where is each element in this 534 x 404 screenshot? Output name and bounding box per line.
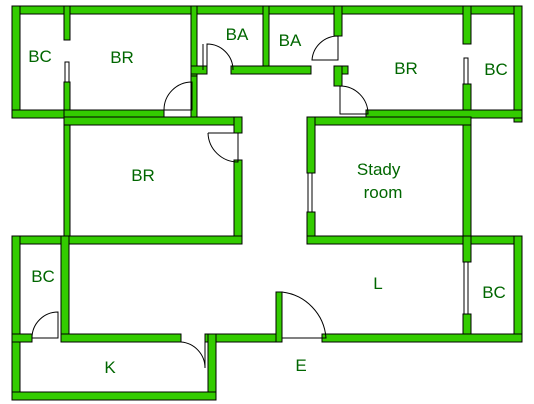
wall-right-lower [513, 235, 523, 341]
room-label-bc-bottom-left: BC [31, 267, 55, 286]
wall-right-lower-top [462, 235, 523, 245]
door-ba-right-swing [311, 35, 339, 61]
wall-br-middle-bottom [11, 235, 243, 245]
wall-bc-bottom-right-left-upper [462, 235, 472, 263]
wall-ba-mid-bottom [230, 65, 312, 75]
wall-entrance-jamb [275, 291, 283, 343]
room-label-br-top-right: BR [394, 59, 418, 78]
wall-br-bc-right-upper [462, 5, 472, 45]
wall-ba-ba [262, 5, 270, 73]
wall-bc-bottom-left-right [60, 235, 70, 339]
wall-br-right-left-side [333, 65, 343, 87]
wall-study-top [306, 116, 472, 126]
room-label-br-middle: BR [131, 166, 155, 185]
wall-ba-right-side [333, 5, 343, 37]
window-bc-bottom-right [463, 261, 469, 315]
room-labels: BC BR BA BA BR BC BR Stady room BC L BC … [28, 25, 508, 377]
room-label-bc-top-right: BC [484, 60, 508, 79]
wall-bc-br-left-upper [63, 5, 71, 41]
room-label-entrance: E [295, 356, 306, 375]
door-br-middle-swing [207, 132, 239, 163]
wall-br-middle-right [233, 159, 243, 245]
room-label-ba-left: BA [226, 25, 249, 44]
wall-right-upper [513, 5, 523, 123]
wall-bottom-right [321, 333, 523, 343]
wall-left-lower [11, 235, 21, 401]
wall-br-middle-top [63, 116, 243, 126]
wall-ba-left-bottom [190, 65, 208, 75]
wall-kitchen-right [207, 333, 217, 401]
room-label-living: L [373, 274, 382, 293]
wall-left-upper [11, 5, 21, 115]
window-br-bc-right [463, 57, 469, 85]
wall-study-left-upper [306, 116, 316, 174]
room-label-ba-right: BA [279, 31, 302, 50]
door-br-top-left-swing [163, 81, 193, 111]
windows [64, 57, 469, 315]
walls [11, 5, 523, 401]
wall-bc-br-left-lower [63, 81, 71, 243]
wall-study-bottom [306, 235, 472, 245]
room-label-kitchen: K [104, 358, 116, 377]
door-br-top-right-swing [339, 85, 369, 115]
wall-bc-bottom-left-bottom [11, 333, 33, 343]
wall-br-bc-right-lower [462, 83, 472, 245]
window-study-left [307, 172, 313, 213]
wall-br-middle-top-stub [233, 116, 243, 134]
door-bc-bottom-left-swing [31, 311, 59, 339]
wall-bottom-left [11, 391, 217, 401]
wall-bc-top-left-bottom [11, 109, 69, 119]
door-entrance-swing [281, 291, 327, 339]
door-kitchen-swing [180, 341, 206, 369]
room-label-br-top-left: BR [110, 48, 134, 67]
doors [31, 35, 369, 369]
room-label-bc-bottom-right: BC [482, 283, 506, 302]
room-label-bc-top-left: BC [28, 47, 52, 66]
door-ba-left-swing [206, 43, 234, 71]
window-bc-br-left [64, 61, 70, 83]
wall-kitchen-top [60, 333, 182, 343]
room-label-study-room: Stady room [357, 160, 405, 202]
